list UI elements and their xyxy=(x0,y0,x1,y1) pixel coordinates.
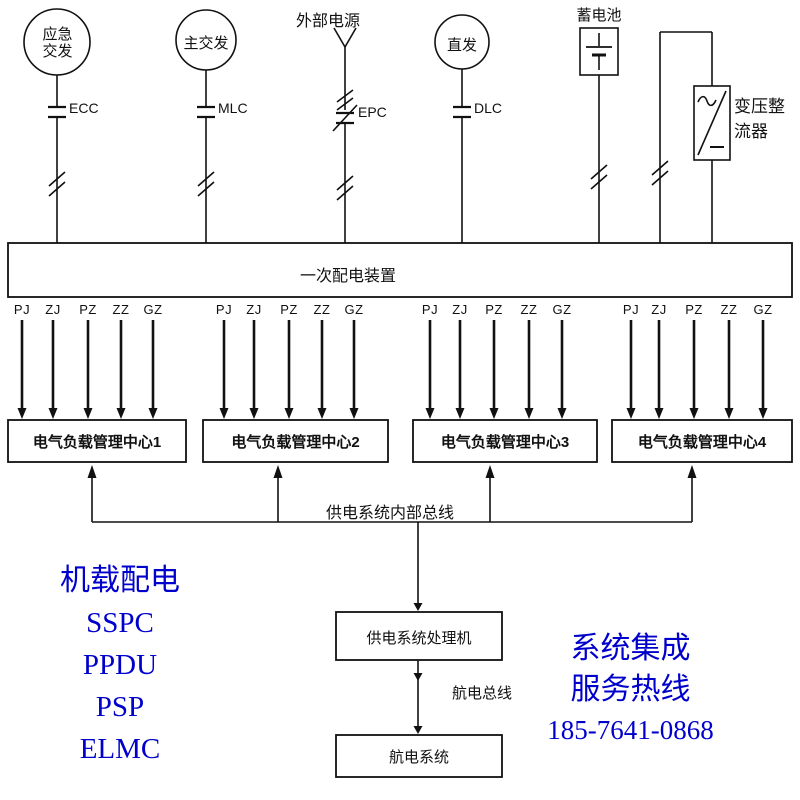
avionics-system-label: 航电系统 xyxy=(388,749,449,766)
feeder-label-g1-zj: ZJ xyxy=(45,302,61,317)
feeder-label-g4-zz: ZZ xyxy=(720,302,738,317)
feeder-label-g4-pj: PJ xyxy=(622,302,640,317)
watermark-left: 机载配电 SSPC PPDU PSP ELMC xyxy=(30,560,210,770)
load-center-boxes xyxy=(7,419,793,463)
internal-bus-lines xyxy=(87,465,697,611)
contactor-epc-label: EPC xyxy=(358,104,387,120)
watermark-elmc: ELMC xyxy=(79,733,161,765)
feeder-label-g3-zj: ZJ xyxy=(452,302,468,317)
main-gen-branch xyxy=(175,9,237,243)
primary-bus-label: 一次配电装置 xyxy=(299,268,396,285)
watermark-service-hotline: 服务热线 xyxy=(570,673,691,706)
battery-branch xyxy=(579,27,619,243)
feeder-lines xyxy=(17,320,768,419)
watermark-phone-number: 185-7641-0868 xyxy=(547,715,714,745)
feeder-label-g1-pz: PZ xyxy=(79,302,97,317)
feeder-label-g3-pz: PZ xyxy=(485,302,503,317)
external-power-label: 外部电源 xyxy=(296,13,361,30)
watermark-psp: PSP xyxy=(95,691,145,723)
emergency-gen-branch xyxy=(23,8,91,243)
feeder-label-g2-pj: PJ xyxy=(215,302,233,317)
avionics-bus-label: 航电总线 xyxy=(452,685,513,702)
feeder-label-g2-zz: ZZ xyxy=(313,302,331,317)
ac-tilde-icon xyxy=(697,95,717,107)
feeder-label-g1-pj: PJ xyxy=(13,302,31,317)
internal-bus-label: 供电系统内部总线 xyxy=(326,505,455,522)
feeder-label-g2-zj: ZJ xyxy=(246,302,262,317)
transformer-rectifier-label: 变压整流器 xyxy=(734,97,785,141)
contactor-ecc-label: ECC xyxy=(69,100,99,116)
watermark-ppdu: PPDU xyxy=(82,649,158,681)
feeder-label-g3-gz: GZ xyxy=(552,302,572,317)
contactor-dlc-label: DLC xyxy=(474,100,503,116)
feeder-label-g4-zj: ZJ xyxy=(651,302,667,317)
load-center-3-label: 电气负载管理中心3 xyxy=(440,434,570,451)
transformer-rectifier-branch xyxy=(651,31,731,243)
watermark-airborne-distribution: 机载配电 xyxy=(60,564,180,597)
processor-avionics-lines xyxy=(335,611,503,778)
contactor-mlc-label: MLC xyxy=(218,100,248,116)
dc-gen-label: 直发 xyxy=(446,37,477,54)
feeder-label-g3-zz: ZZ xyxy=(520,302,538,317)
main-gen-label: 主交发 xyxy=(183,35,229,52)
watermark-right: 系统集成 服务热线 185-7641-0868 xyxy=(508,628,753,751)
dc-gen-branch xyxy=(434,14,490,243)
feeder-label-g2-pz: PZ xyxy=(280,302,298,317)
watermark-system-integration: 系统集成 xyxy=(570,632,691,665)
feeder-label-g3-pj: PJ xyxy=(421,302,439,317)
load-center-1-label: 电气负载管理中心1 xyxy=(32,434,162,451)
load-center-4-label: 电气负载管理中心4 xyxy=(637,434,767,451)
emergency-gen-label: 应急交发 xyxy=(42,26,73,60)
battery-label: 蓄电池 xyxy=(576,7,622,24)
feeder-label-g1-zz: ZZ xyxy=(112,302,130,317)
watermark-sspc: SSPC xyxy=(86,607,154,639)
feeder-label-g4-gz: GZ xyxy=(753,302,773,317)
processor-label: 供电系统处理机 xyxy=(366,630,472,647)
feeder-label-g1-gz: GZ xyxy=(143,302,163,317)
feeder-label-g2-gz: GZ xyxy=(344,302,364,317)
external-power-branch xyxy=(332,27,358,243)
feeder-label-g4-pz: PZ xyxy=(685,302,703,317)
primary-bus-box xyxy=(7,242,793,298)
load-center-2-label: 电气负载管理中心2 xyxy=(231,434,360,451)
